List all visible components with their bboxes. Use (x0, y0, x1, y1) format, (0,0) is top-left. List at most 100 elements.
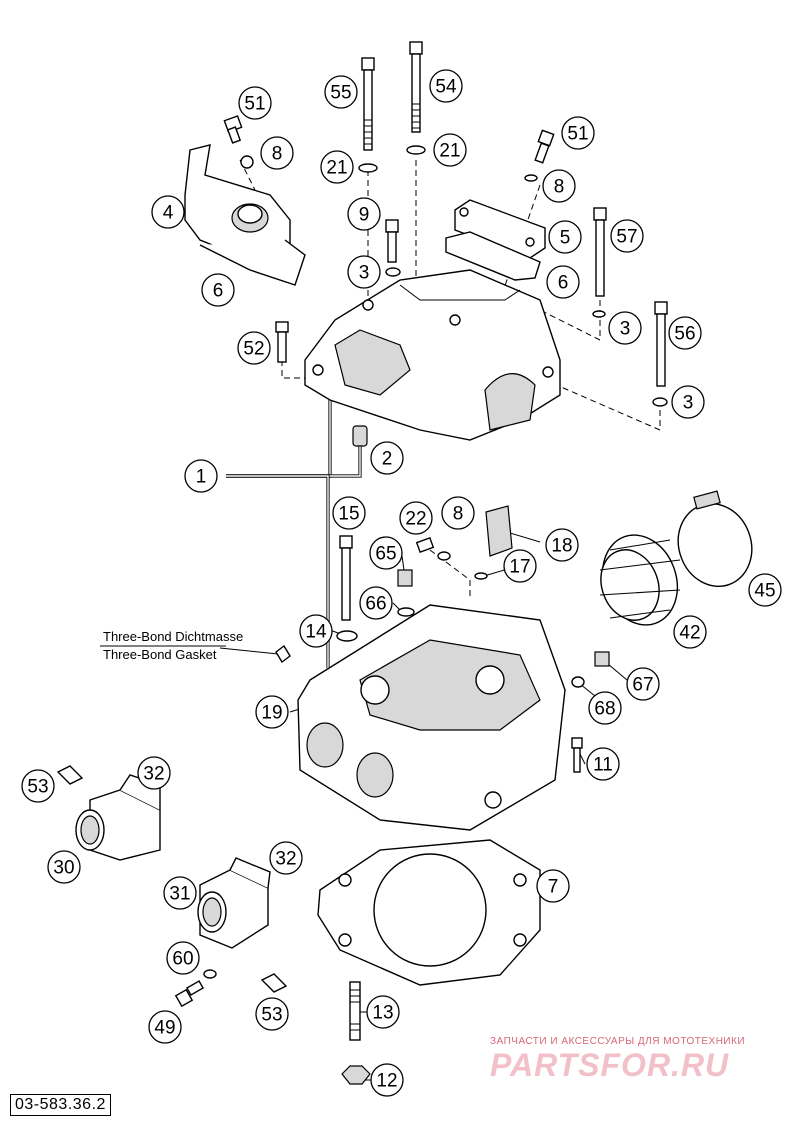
callout-circle (255, 997, 289, 1031)
callout-42: 42 (673, 615, 707, 649)
sleeve-18 (485, 505, 513, 557)
callout-circle (610, 219, 644, 253)
callout-label: 51 (244, 94, 265, 115)
callout-label: 8 (453, 504, 464, 525)
callout-label: 7 (548, 877, 559, 898)
callout-circle (137, 756, 171, 790)
callout-circle (347, 197, 381, 231)
callout-circle (546, 265, 580, 299)
callout-3: 3 (347, 255, 381, 289)
callout-label: 45 (754, 581, 775, 602)
callout-19: 19 (255, 695, 289, 729)
washer-60 (203, 969, 217, 979)
gasket-53-upper (56, 765, 84, 785)
washer-3 (385, 267, 401, 277)
callout-circle (369, 536, 403, 570)
bolt-51-right (534, 129, 555, 164)
callout-circle (320, 150, 354, 184)
callout-51: 51 (561, 116, 595, 150)
stud-13 (349, 981, 361, 1041)
callout-4: 4 (151, 195, 185, 229)
washer-14 (336, 630, 358, 642)
note-line-1: Three-Bond Dichtmasse (103, 629, 243, 644)
washer-21-left (358, 163, 378, 173)
callout-circle (503, 549, 537, 583)
callout-65: 65 (369, 536, 403, 570)
plug-65 (397, 569, 413, 587)
callout-1: 1 (184, 459, 218, 493)
callout-13: 13 (366, 995, 400, 1029)
callout-circle (166, 941, 200, 975)
callout-label: 14 (305, 622, 327, 643)
callout-label: 22 (405, 509, 426, 530)
callout-2: 2 (370, 441, 404, 475)
callout-circle (21, 769, 55, 803)
bolt-22 (415, 537, 435, 553)
callout-label: 8 (272, 144, 283, 165)
callout-6: 6 (546, 265, 580, 299)
callout-54: 54 (429, 69, 463, 103)
callout-label: 60 (172, 949, 193, 970)
callout-14: 14 (299, 614, 333, 648)
callout-label: 19 (261, 703, 282, 724)
watermark-brand: PARTSFOR.RU (490, 1047, 729, 1083)
callout-circle (370, 1063, 404, 1097)
callout-56: 56 (668, 316, 702, 350)
callout-circle (47, 850, 81, 884)
callout-label: 3 (359, 263, 370, 284)
callout-7: 7 (536, 869, 570, 903)
sealant-note: Three-Bond Dichtmasse Three-Bond Gasket (100, 629, 243, 662)
callout-32: 32 (269, 841, 303, 875)
stud-15 (339, 535, 353, 621)
gasket-6-left (199, 239, 306, 286)
callout-circle (671, 385, 705, 419)
callout-label: 15 (338, 504, 359, 525)
callout-label: 18 (551, 536, 572, 557)
callout-label: 65 (375, 544, 396, 565)
callout-label: 54 (435, 77, 457, 98)
callout-label: 21 (326, 158, 347, 179)
callout-circle (347, 255, 381, 289)
callout-circle (201, 273, 235, 307)
callout-3: 3 (671, 385, 705, 419)
callout-label: 55 (330, 83, 351, 104)
callout-3: 3 (608, 311, 642, 345)
washer-3-right-a (592, 310, 606, 318)
bolt-11 (571, 737, 583, 773)
callout-18: 18 (545, 528, 579, 562)
callout-circle (269, 841, 303, 875)
callout-label: 13 (372, 1003, 393, 1024)
callout-label: 57 (616, 227, 637, 248)
cover-5 (454, 199, 546, 259)
callout-label: 6 (213, 281, 224, 302)
callout-22: 22 (399, 501, 433, 535)
three-bond-gasket (275, 644, 291, 664)
callout-17: 17 (503, 549, 537, 583)
callout-circle (429, 69, 463, 103)
callout-53: 53 (21, 769, 55, 803)
callout-label: 56 (674, 324, 695, 345)
callout-circle (561, 116, 595, 150)
callout-circle (370, 441, 404, 475)
washer-21-right (406, 145, 426, 155)
bolt-57 (593, 207, 607, 297)
callout-label: 11 (593, 755, 613, 776)
callout-circle (626, 667, 660, 701)
callout-31: 31 (163, 876, 197, 910)
washer-8-right (524, 174, 538, 182)
callout-circle (366, 995, 400, 1029)
bolt-54 (409, 41, 423, 133)
callout-30: 30 (47, 850, 81, 884)
parts (56, 41, 753, 1085)
head-gasket-7 (317, 839, 541, 986)
callout-60: 60 (166, 941, 200, 975)
callout-label: 5 (560, 228, 571, 249)
clamp-45 (677, 490, 753, 588)
gasket-6-right (445, 231, 541, 281)
callout-label: 52 (243, 339, 264, 360)
callout-circle (237, 331, 271, 365)
callout-21: 21 (320, 150, 354, 184)
bolt-51-left (223, 115, 243, 144)
callout-label: 49 (154, 1018, 175, 1039)
callout-circle (588, 691, 622, 725)
